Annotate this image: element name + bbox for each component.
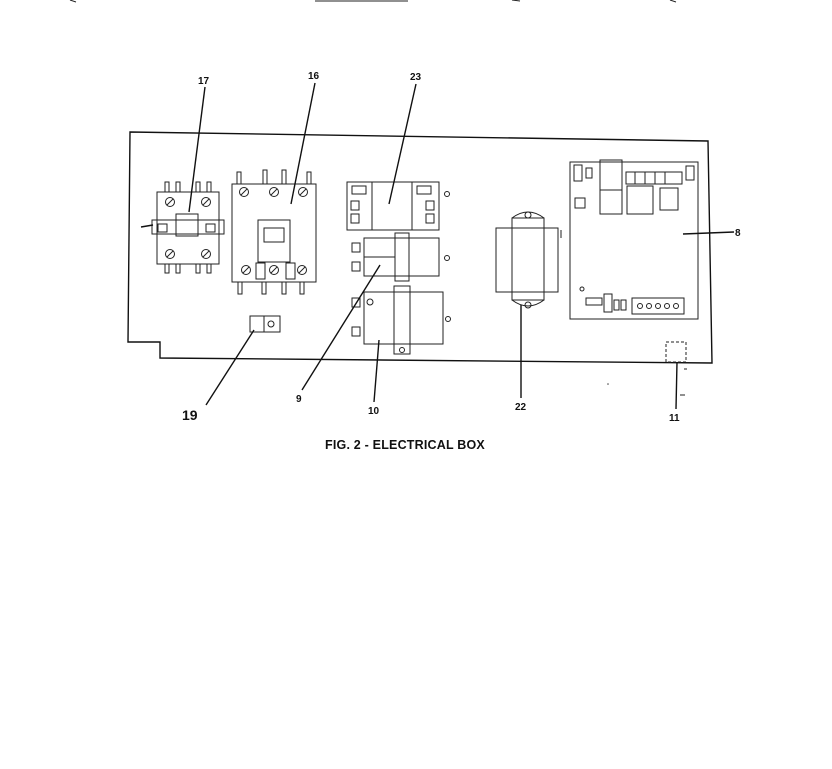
label-23: 23 <box>410 72 422 83</box>
label-22: 22 <box>515 402 527 413</box>
contactor-16 <box>231 169 317 295</box>
component-11 <box>665 341 687 363</box>
control-board-8 <box>569 159 699 320</box>
label-16: 16 <box>308 71 320 82</box>
relay-9 <box>351 232 450 282</box>
relay-10 <box>351 285 451 355</box>
label-19: 19 <box>182 407 198 423</box>
relay-23 <box>346 181 450 231</box>
terminal-19 <box>249 315 281 333</box>
figure-caption: FIG. 2 - ELECTRICAL BOX <box>325 438 485 452</box>
transformer-22 <box>495 211 562 309</box>
electrical-box-panel <box>127 131 713 364</box>
label-11: 11 <box>669 413 680 424</box>
label-10: 10 <box>368 406 380 417</box>
leader-lines <box>188 82 735 410</box>
scan-artifacts <box>69 0 677 3</box>
label-8: 8 <box>735 228 741 239</box>
label-17: 17 <box>198 76 210 87</box>
contactor-17 <box>140 181 225 274</box>
label-9: 9 <box>296 394 302 405</box>
